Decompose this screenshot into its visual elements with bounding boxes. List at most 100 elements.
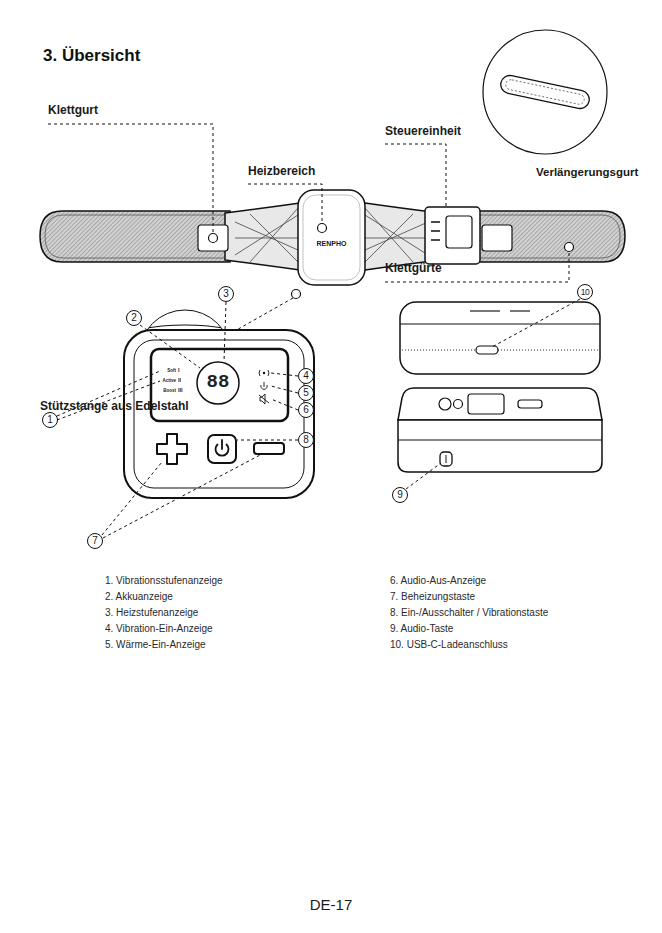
leader-line bbox=[237, 440, 298, 441]
velcro-patch bbox=[482, 225, 512, 251]
callout-circle: 6 bbox=[298, 402, 314, 418]
device-front bbox=[398, 420, 602, 472]
power-button bbox=[208, 435, 236, 463]
leader-line bbox=[385, 252, 569, 282]
pointer-dot bbox=[209, 234, 218, 243]
list-item: 9. Audio-Taste bbox=[390, 623, 453, 635]
vibration-icon bbox=[263, 372, 265, 374]
device-seam bbox=[398, 440, 602, 441]
device-back bbox=[400, 302, 600, 374]
part-label: Klettgürte bbox=[385, 262, 442, 276]
audio-button bbox=[440, 452, 452, 466]
heat-icon bbox=[261, 382, 267, 389]
callout-number: 9 bbox=[397, 490, 403, 500]
callout-circle: 10 bbox=[577, 284, 593, 300]
level-bars: II bbox=[178, 377, 181, 383]
page-number: DE-17 bbox=[310, 896, 353, 913]
list-item: 7. Beheizungstaste bbox=[390, 591, 475, 603]
leader-line bbox=[140, 325, 200, 368]
callout-number: 2 bbox=[131, 313, 137, 323]
display-digits: 88 bbox=[207, 372, 230, 394]
control-unit-display bbox=[446, 216, 472, 248]
callout-circle: 5 bbox=[298, 385, 314, 401]
callout-circle: 9 bbox=[392, 487, 408, 503]
device-button bbox=[439, 398, 451, 410]
callout-circle: 1 bbox=[42, 412, 58, 428]
pointer-dot bbox=[318, 224, 327, 233]
leader-line bbox=[271, 373, 298, 410]
plus-button bbox=[157, 434, 187, 464]
level-label: Soft bbox=[167, 368, 176, 373]
callout-circle: 3 bbox=[218, 286, 234, 302]
heating-pad-edge bbox=[303, 195, 360, 280]
callout-number: 5 bbox=[303, 388, 309, 398]
leader-line bbox=[406, 463, 441, 489]
callout-number: 7 bbox=[92, 536, 98, 546]
heating-pad bbox=[298, 190, 365, 285]
left-strap bbox=[40, 211, 230, 262]
part-label: Heizbereich bbox=[248, 165, 315, 179]
leader-line bbox=[385, 144, 446, 207]
control-unit bbox=[425, 207, 480, 264]
callout-number: 8 bbox=[303, 435, 309, 445]
audio-button-detail bbox=[446, 455, 447, 463]
inset-circle bbox=[483, 30, 607, 154]
list-item: 4. Vibration-Ein-Anzeige bbox=[105, 623, 213, 635]
elastic-lines bbox=[235, 208, 298, 262]
device-button bbox=[518, 400, 542, 408]
elastic-lines bbox=[365, 208, 428, 262]
pointer-dot bbox=[292, 290, 301, 299]
list-item: 6. Audio-Aus-Anzeige bbox=[390, 575, 486, 587]
vibration-icon bbox=[259, 370, 269, 376]
extension-strap-body bbox=[499, 74, 591, 110]
part-label: Verlängerungsgurt bbox=[536, 166, 638, 179]
callout-number: 6 bbox=[303, 405, 309, 415]
leader-line bbox=[224, 302, 226, 362]
callout-circle: 2 bbox=[126, 310, 142, 326]
part-label: Klettgurt bbox=[48, 104, 98, 118]
device-screen bbox=[468, 394, 504, 414]
panel-bezel bbox=[134, 340, 304, 488]
list-item: 5. Wärme-Ein-Anzeige bbox=[105, 639, 206, 651]
callout-number: 4 bbox=[303, 371, 309, 381]
usb-c-port bbox=[476, 346, 498, 354]
device-button bbox=[454, 400, 463, 409]
part-label: Stützstange aus Edelstahl bbox=[40, 400, 189, 414]
extension-strap-stitch bbox=[505, 79, 585, 105]
callout-number: 3 bbox=[223, 289, 229, 299]
level-bars: I bbox=[178, 367, 180, 373]
list-item: 8. Ein-/Ausschalter / Vibrationstaste bbox=[390, 607, 548, 619]
list-item: 2. Akkuanzeige bbox=[105, 591, 173, 603]
page-title: 3. Übersicht bbox=[43, 46, 140, 66]
device-top bbox=[398, 388, 602, 420]
leader-line bbox=[102, 454, 262, 538]
control-unit-icons bbox=[431, 222, 440, 240]
level-bars: III bbox=[178, 387, 183, 393]
device-top-detail bbox=[470, 310, 530, 312]
list-item: 3. Heizstufenanzeige bbox=[105, 607, 198, 619]
display-ring bbox=[197, 362, 239, 404]
callout-number: 1 bbox=[47, 415, 53, 425]
part-label: Steuereinheit bbox=[385, 125, 461, 139]
callout-circle: 8 bbox=[298, 432, 314, 448]
list-item: 10. USB-C-Ladeanschluss bbox=[390, 639, 508, 651]
power-icon bbox=[216, 440, 229, 456]
device-edge bbox=[400, 323, 600, 324]
leader-line bbox=[492, 299, 580, 347]
level-label: Boost bbox=[163, 388, 176, 393]
leader-line bbox=[48, 124, 213, 233]
velcro-patch bbox=[198, 225, 228, 251]
list-item: 1. Vibrationsstufenanzeige bbox=[105, 575, 223, 587]
level-label: Active bbox=[162, 378, 176, 383]
minus-button bbox=[254, 443, 284, 454]
audio-off-slash bbox=[259, 395, 269, 403]
callout-number: 10 bbox=[581, 288, 589, 297]
callout-circle: 4 bbox=[298, 368, 314, 384]
callout-circle: 7 bbox=[87, 533, 103, 549]
device-seam bbox=[402, 350, 598, 351]
extension-strap bbox=[499, 74, 591, 110]
pointer-dot bbox=[565, 243, 574, 252]
leader-line bbox=[248, 184, 322, 223]
